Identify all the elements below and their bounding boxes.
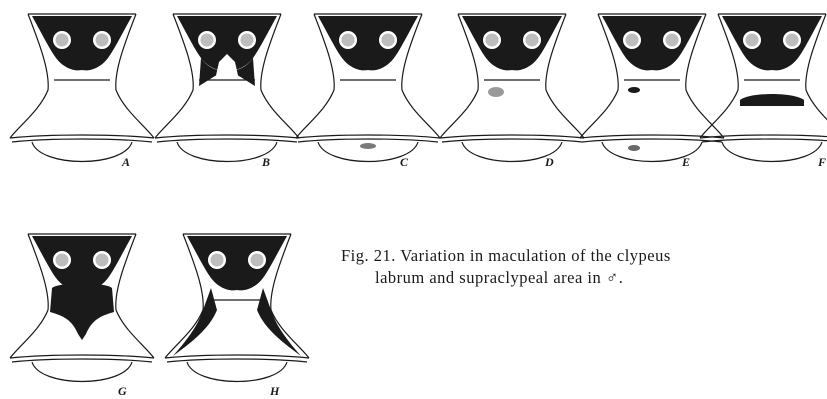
panel-c <box>296 10 440 170</box>
panel-label-b: B <box>262 155 270 170</box>
panel-label-a: A <box>122 155 130 170</box>
panel-d <box>440 10 584 170</box>
caption-end: . <box>619 268 624 287</box>
caption-line-2: labrum and supraclypeal area in <box>375 268 601 287</box>
panel-f <box>700 10 827 170</box>
panel-label-c: C <box>400 155 408 170</box>
panel-b-drawing <box>155 10 299 170</box>
panel-c-drawing <box>296 10 440 170</box>
caption-line-1: Variation in maculation of the clypeus <box>400 246 671 265</box>
panel-f-drawing <box>700 10 827 170</box>
panel-a <box>10 10 154 170</box>
panel-h-drawing <box>165 230 309 390</box>
caption-male-symbol: ♂ <box>606 268 619 287</box>
panel-label-h: H <box>270 384 279 399</box>
panel-label-g: G <box>118 384 127 399</box>
panel-a-drawing <box>10 10 154 170</box>
panel-g <box>10 230 154 390</box>
panel-h <box>165 230 309 390</box>
panel-label-d: D <box>545 155 554 170</box>
panel-label-f: F <box>818 155 826 170</box>
panel-label-e: E <box>682 155 690 170</box>
figure-caption: Fig. 21. Variation in maculation of the … <box>341 245 827 290</box>
panel-b <box>155 10 299 170</box>
caption-fig-number: Fig. 21. <box>341 246 396 265</box>
panel-d-drawing <box>440 10 584 170</box>
panel-g-drawing <box>10 230 154 390</box>
